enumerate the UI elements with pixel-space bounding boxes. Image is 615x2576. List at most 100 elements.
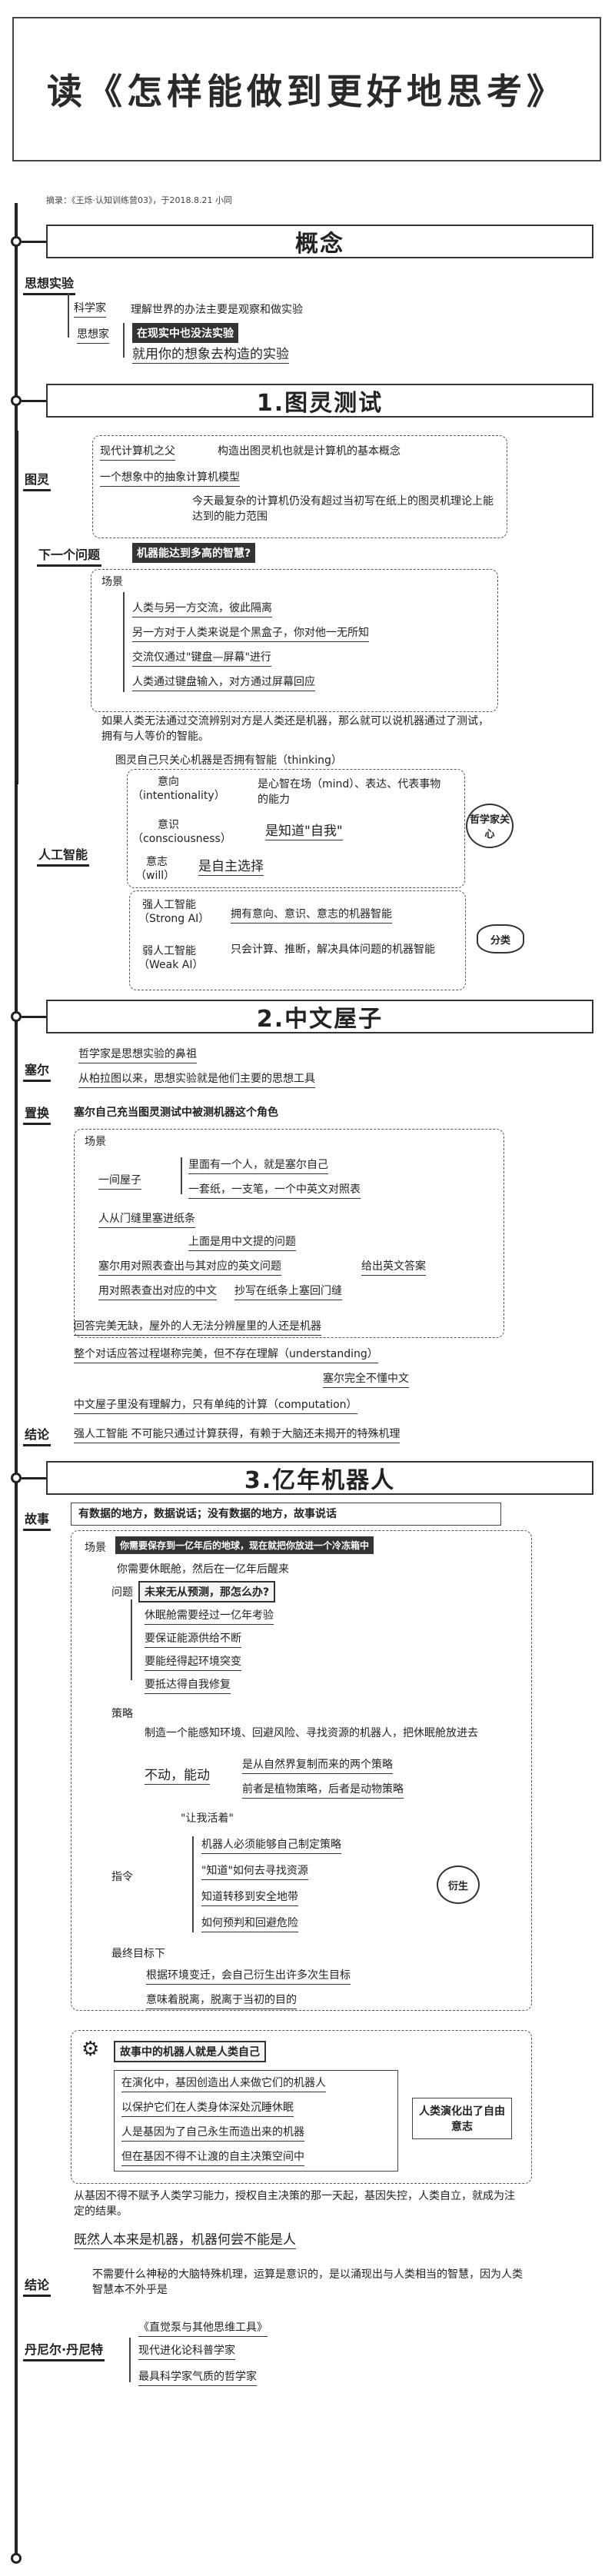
section-node-end — [11, 2553, 22, 2564]
searle-lookup: 塞尔用对照表查出与其对应的英文问题 — [98, 1260, 281, 1276]
robot-icon: ⚙ — [81, 2038, 100, 2061]
dennett-book: 《直觉泵与其他思维工具》 — [138, 2321, 268, 2337]
room-item-b: 一套纸，一支笔，一个中英文对照表 — [188, 1183, 361, 1199]
robot-both: 既然人本来是机器，机器何尝不能是人 — [74, 2232, 296, 2249]
instruct-item: 知道转移到安全地带 — [201, 1890, 298, 1906]
ai-dash-box — [127, 769, 465, 888]
branch-replace: 置换 — [23, 1103, 52, 1125]
title-box: 读《怎样能做到更好地思考》 — [12, 17, 601, 161]
connector — [22, 241, 46, 243]
story-item: 以保护它们在人类身体深处沉睡休眠 — [121, 2101, 294, 2117]
final-b: 意味着脱离，脱离于当初的目的 — [146, 1993, 297, 2009]
modern-text: 构造出图灵机也就是计算机的基本概念 — [218, 445, 401, 458]
instruct-item: "知道"如何去寻找资源 — [201, 1864, 308, 1880]
scene-item: 人类通过键盘输入，对方通过屏幕回应 — [132, 675, 315, 691]
replace-highlight: 塞尔自己充当图灵测试中被测机器这个角色 — [74, 1107, 278, 1119]
intent-en: （intentionality） — [132, 790, 225, 802]
philosopher-note: 哲学家关心 — [466, 804, 514, 848]
will-text: 是自主选择 — [198, 859, 264, 876]
section-node — [11, 1473, 22, 1483]
room-scene-box — [74, 1129, 504, 1338]
free-will-box: 人类演化出了自由意志 — [412, 2098, 512, 2139]
question-item: 休眠舱需要经过一亿年考验 — [145, 1609, 274, 1625]
connector — [181, 1157, 182, 1194]
room-no-chinese: 塞尔完全不懂中文 — [323, 1372, 409, 1388]
move-label: 不动，能动 — [145, 1768, 210, 1785]
let-live: "让我活着" — [181, 1812, 234, 1825]
story-items-box — [114, 2070, 398, 2172]
robot-sleep: 你需要休眠舱，然后在一亿年后醒来 — [117, 1563, 289, 1576]
scene-item: 人类与另一方交流，彼此隔离 — [132, 601, 272, 617]
strategy-text: 制造一个能感知环境、回避风险、寻找资源的机器人，把休眠舱放进去 — [145, 1727, 478, 1739]
scene-conclusion: 如果人类无法通过交流辨别对方是人类还是机器，那么就可以说机器通过了测试，拥有与人… — [101, 715, 489, 743]
reverse-lookup: 用对照表查出对应的中文 — [98, 1284, 217, 1300]
consciousness-en: （consciousness） — [132, 833, 231, 845]
thinker-text: 就用你的想象去构造的实验 — [132, 347, 289, 364]
story-top-box — [71, 1503, 501, 1526]
connector — [22, 1016, 46, 1018]
connector — [68, 293, 69, 338]
intent-label: 意向 — [158, 776, 179, 788]
searle-text-1: 哲学家是思想实验的鼻祖 — [78, 1047, 197, 1063]
scientist-text: 理解世界的办法主要是观察和做实验 — [131, 304, 303, 316]
weak-en: （Weak AI） — [138, 959, 204, 971]
strong-text: 拥有意向、意识、意志的机器智能 — [231, 907, 392, 924]
branch-thought-experiment: 思想实验 — [23, 273, 76, 295]
strong-label: 强人工智能 — [142, 899, 196, 911]
connector — [22, 1477, 46, 1479]
section-node — [11, 236, 22, 247]
section-node — [11, 1011, 22, 1022]
searle-text-2: 从柏拉图以来，思想实验就是他们主要的思想工具 — [78, 1072, 315, 1088]
branch-conclusion-room: 结论 — [23, 1424, 52, 1446]
weak-label: 弱人工智能 — [142, 945, 196, 957]
branch-dennett: 丹尼尔·丹尼特 — [23, 2339, 105, 2361]
abstract-model: 一个想象中的抽象计算机模型 — [100, 471, 240, 487]
connector — [129, 2338, 131, 2382]
final-label: 最终目标下 — [111, 1948, 165, 1960]
next-question-highlight: 机器能达到多高的智慧? — [132, 543, 256, 563]
instruct-item: 如何预判和回避危险 — [201, 1916, 298, 1932]
room-conclusion: 强人工智能 不可能只通过计算获得，有赖于大脑还未揭开的特殊机理 — [74, 1427, 401, 1443]
move-b: 前者是植物策略，后者是动物策略 — [242, 1782, 404, 1799]
branch-story: 故事 — [23, 1509, 52, 1531]
room-computation: 中文屋子里没有理解力，只有单纯的计算（computation） — [74, 1398, 357, 1414]
scientist-label: 科学家 — [74, 301, 106, 318]
timeline-spine — [15, 203, 18, 2556]
room-item-a: 里面有一个人，就是塞尔自己 — [188, 1158, 328, 1174]
strong-en: （Strong AI） — [138, 913, 210, 925]
question-highlight: 未来无从预测，那怎么办? — [138, 1581, 276, 1603]
final-a: 根据环境变迁，会自己衍生出许多次生目标 — [146, 1969, 351, 1985]
page-title: 读《怎样能做到更好地思考》 — [47, 71, 567, 112]
room-scene-label: 场景 — [85, 1136, 106, 1148]
room-answer: 回答完美无缺，屋外的人无法分辨屋里的人还是机器 — [74, 1320, 321, 1336]
connector — [131, 1599, 132, 1680]
strategy-label: 策略 — [111, 1708, 133, 1720]
move-a: 是从自然界复制而来的两个策略 — [242, 1758, 393, 1774]
story-in-highlight: 故事中的机器人就是人类自己 — [114, 2041, 266, 2062]
section-header-chinese-room: 2.中文屋子 — [46, 1000, 593, 1033]
branch-ai: 人工智能 — [37, 844, 90, 867]
searle-answer: 给出英文答案 — [361, 1260, 426, 1276]
story-top-text: 有数据的地方，数据说话；没有数据的地方，故事说话 — [78, 1508, 337, 1520]
consciousness-text: 是知道"自我" — [265, 824, 343, 840]
story-item: 但在基因不得不让渡的自主决策空间中 — [121, 2150, 304, 2166]
weak-text: 只会计算、推断，解决具体问题的机器智能 — [231, 944, 435, 956]
story-in-box — [71, 2030, 532, 2184]
room-label: 一间屋子 — [98, 1173, 141, 1190]
robot-scene-label: 场景 — [85, 1542, 106, 1554]
turing-dash-box — [92, 435, 507, 538]
section-node — [11, 395, 22, 406]
robot-scene-box — [71, 1530, 532, 2011]
instruct-label: 指令 — [111, 1871, 133, 1883]
door-label: 人从门缝里塞进纸条 — [98, 1212, 195, 1228]
question-item: 要抵达得自我修复 — [145, 1678, 231, 1694]
connector — [192, 1836, 194, 1932]
question-item: 要保证能源供给不断 — [145, 1632, 241, 1648]
consciousness-label: 意识 — [158, 819, 179, 831]
meta-info: 摘录：《王烁·认知训练营03》，于2018.8.21 小同 — [46, 195, 232, 205]
section-header-concept: 概念 — [46, 225, 593, 258]
robot-scene-highlight: 你需要保存到一亿年后的地球，现在就把你放进一个冷冻箱中 — [115, 1536, 374, 1554]
modern-father: 现代计算机之父 — [100, 444, 175, 461]
thinker-label: 思想家 — [77, 328, 109, 344]
thinker-highlight: 在现实中也没法实验 — [132, 323, 238, 343]
